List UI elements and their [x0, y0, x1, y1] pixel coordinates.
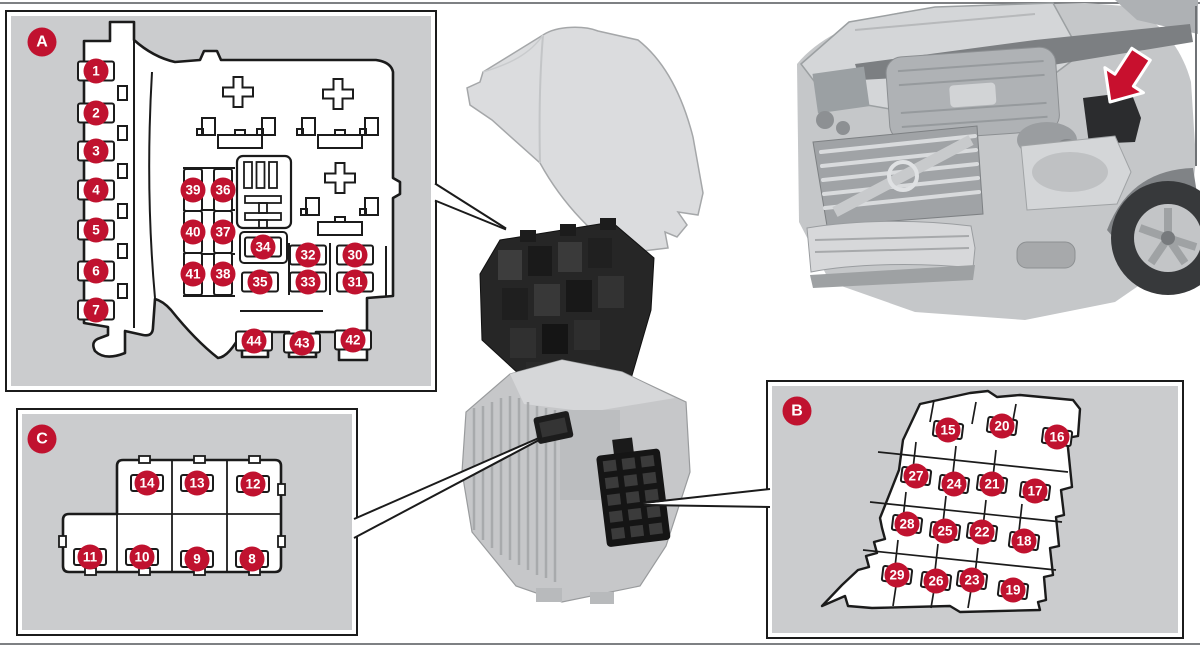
bumper	[806, 220, 1076, 288]
fuse-badge-B-25: 25	[932, 518, 958, 544]
engine-cover	[885, 46, 1060, 142]
fuse-badge-A-41: 41	[180, 261, 206, 287]
fuse-badge-A-40: 40	[180, 219, 206, 245]
fusebox-location-arrow-icon	[1103, 46, 1152, 104]
fuse-badge-A-42: 42	[340, 327, 366, 353]
fuse-badge-A-2: 2	[83, 100, 109, 126]
fusebox-b-silhouette	[820, 389, 1082, 614]
engine-bay-fusebox	[1083, 92, 1141, 144]
fuse-badge-C-9: 9	[184, 546, 210, 572]
volvo-sash	[832, 135, 974, 217]
fusebox-cover	[466, 26, 704, 254]
fuse-badge-A-32: 32	[295, 242, 321, 268]
fuse-badge-C-13: 13	[184, 470, 210, 496]
fuse-badge-B-21: 21	[979, 471, 1005, 497]
fuse-badge-B-29: 29	[884, 562, 910, 588]
fuse-badge-B-15: 15	[935, 417, 961, 443]
fuse-badge-A-36: 36	[210, 177, 236, 203]
page-bottom-rule	[0, 643, 1200, 645]
fuse-badge-C-11: 11	[77, 544, 103, 570]
fuse-badge-B-26: 26	[923, 568, 949, 594]
fuse-badge-C-8: 8	[239, 546, 265, 572]
panel-b-letter-badge: B	[782, 396, 812, 426]
fuse-badge-B-17: 17	[1022, 478, 1048, 504]
fuse-badge-A-30: 30	[342, 242, 368, 268]
photo-right-edge	[1195, 6, 1197, 166]
fusebox-base	[461, 359, 691, 604]
panel-b-fusebox-drawing	[820, 389, 1082, 614]
callout-panel-b: B 15 20 16 27 24 21 17 28 25 22 18 29 26 23 19	[766, 380, 1184, 639]
fuse-badge-C-10: 10	[129, 544, 155, 570]
fuse-badge-A-39: 39	[180, 177, 206, 203]
fuse-badge-C-12: 12	[240, 471, 266, 497]
radiator-area	[812, 66, 870, 135]
panel-c-badge-layer: C 14 13 12 11 10 9 8	[16, 408, 358, 636]
grille	[812, 125, 984, 227]
panel-b-badge-layer: B 15 20 16 27 24 21 17 28 25 22 18 29 26 23 19	[766, 380, 1184, 639]
fuse-badge-B-28: 28	[894, 511, 920, 537]
fuse-badge-A-43: 43	[289, 330, 315, 356]
fuse-block-b	[596, 437, 671, 547]
fuse-badge-B-27: 27	[903, 463, 929, 489]
fuse-badge-A-7: 7	[83, 297, 109, 323]
fuse-badge-A-34: 34	[250, 234, 276, 260]
panel-c-letter-badge: C	[27, 424, 57, 454]
panel-a-letter-badge: A	[27, 27, 57, 57]
fuse-badge-A-38: 38	[210, 261, 236, 287]
fusebox-exploded-illustration	[461, 26, 704, 604]
fuse-badge-B-19: 19	[1000, 577, 1026, 603]
fuse-badge-B-16: 16	[1044, 424, 1070, 450]
fuse-badge-A-33: 33	[295, 269, 321, 295]
fuse-badge-B-23: 23	[959, 567, 985, 593]
fuse-badge-A-31: 31	[342, 269, 368, 295]
fuse-badge-A-4: 4	[83, 177, 109, 203]
fuse-badge-B-22: 22	[969, 519, 995, 545]
panel-c-relay-drawing	[58, 455, 286, 576]
fuse-badge-A-37: 37	[210, 219, 236, 245]
fuse-badge-A-3: 3	[83, 138, 109, 164]
fog-lamp	[1016, 241, 1076, 269]
page-top-rule	[0, 2, 1200, 4]
small-connector	[533, 411, 574, 444]
front-wheel	[1107, 168, 1200, 295]
headlight	[1020, 135, 1132, 211]
volvo-logo	[887, 160, 919, 192]
fuse-badge-A-5: 5	[83, 217, 109, 243]
fuse-badge-A-35: 35	[247, 269, 273, 295]
fuse-badge-A-6: 6	[83, 258, 109, 284]
fuse-badge-B-18: 18	[1011, 528, 1037, 554]
fuse-badge-C-14: 14	[134, 470, 160, 496]
car-engine-bay-illustration	[797, 0, 1200, 320]
fuse-badge-A-1: 1	[83, 58, 109, 84]
callout-panel-c: C 14 13 12 11 10 9 8	[16, 408, 358, 636]
fuse-badge-A-44: 44	[241, 328, 267, 354]
fuse-badge-B-20: 20	[989, 413, 1015, 439]
fuse-badge-B-24: 24	[941, 471, 967, 497]
